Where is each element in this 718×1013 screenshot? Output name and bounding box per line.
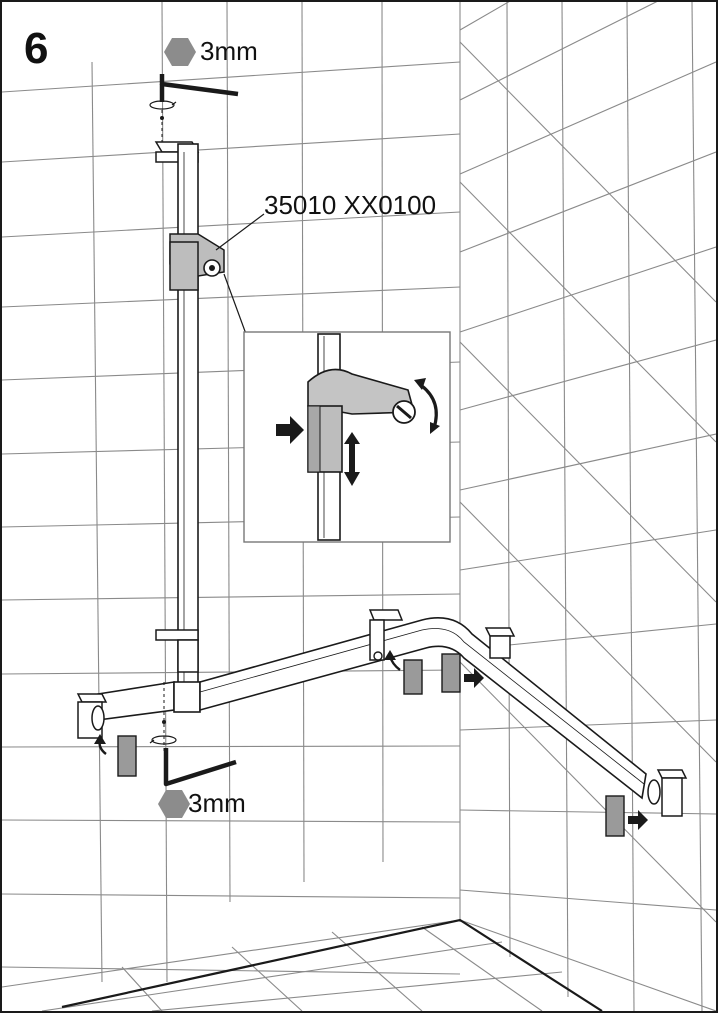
- part-number-label: 35010 XX0100: [264, 190, 437, 220]
- shower-holder: [169, 213, 265, 291]
- hex-key-bottom: [149, 682, 237, 818]
- cap-left: [117, 735, 137, 777]
- hex-key-top: [149, 38, 239, 142]
- cap-middle: [403, 659, 423, 695]
- tiled-wall-right: [459, 2, 716, 1011]
- floor-edge: [61, 918, 603, 1011]
- vertical-rail: [154, 141, 200, 691]
- horizontal-rail: [76, 609, 688, 817]
- hex-size-label-bottom: 3mm: [188, 788, 246, 818]
- detail-inset: [223, 273, 451, 543]
- step-number: 6: [24, 24, 49, 73]
- slide-arrow-icon: [344, 432, 360, 486]
- cap-corner: [441, 653, 461, 693]
- hex-key-icon: [164, 38, 196, 66]
- hex-key-icon: [158, 790, 190, 818]
- cover-caps: [94, 650, 648, 837]
- cap-right: [605, 795, 625, 837]
- hex-size-label-top: 3mm: [200, 36, 258, 66]
- push-arrow-icon: [276, 416, 304, 444]
